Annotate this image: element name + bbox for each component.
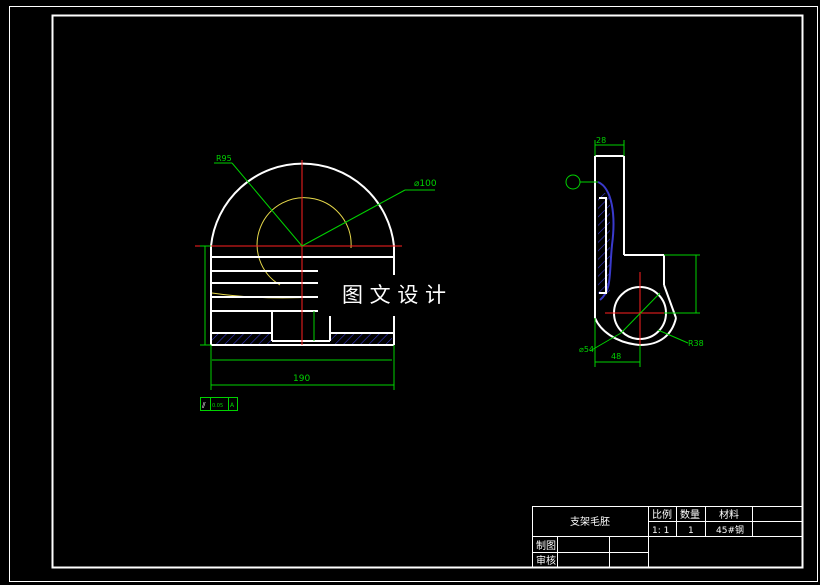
side-radius-label: R38 [688,339,704,348]
front-hatch-left [212,333,272,345]
inner-border [51,14,804,569]
front-dimensions [200,162,435,390]
title-value-material: 45#钢 [716,524,744,536]
side-bore-label: ⌀54 [579,345,594,354]
tolerance-datum: A [230,402,235,409]
front-hatch-right [330,333,392,345]
title-row-drawn: 制图 [536,539,556,552]
front-hidden-bore [256,197,352,286]
tolerance-value: 0.05 [212,403,223,409]
tolerance-symbol: ⫽ [201,401,206,410]
front-width-label: 190 [293,374,310,384]
title-row-checked: 审核 [536,554,556,567]
title-header-material: 材料 [719,508,739,521]
title-header-qty: 数量 [680,508,700,521]
front-view: R95 ⌀100 190 ⫽ 0.05 A [195,154,437,411]
watermark-backdrop [318,275,493,316]
front-centerlines [195,160,402,345]
title-header-scale: 比例 [652,508,672,521]
side-view: 28 R38 ⌀54 48 [565,136,704,367]
front-diameter-label: ⌀100 [414,179,437,189]
watermark-text: 图 文 设 计 [342,283,446,307]
title-block [532,506,803,568]
side-top-width-label: 28 [596,136,606,145]
title-value-qty: 1 [688,526,694,536]
outer-border [9,6,818,582]
title-value-scale: 1: 1 [652,526,669,536]
side-width-label: 48 [611,352,621,361]
side-centerlines [605,272,680,356]
tolerance-frame: ⫽ 0.05 A [200,397,238,411]
side-dimensions [565,140,700,367]
front-radius-label: R95 [216,154,232,163]
side-section-curve [597,181,615,301]
title-part-name: 支架毛胚 [570,516,610,528]
